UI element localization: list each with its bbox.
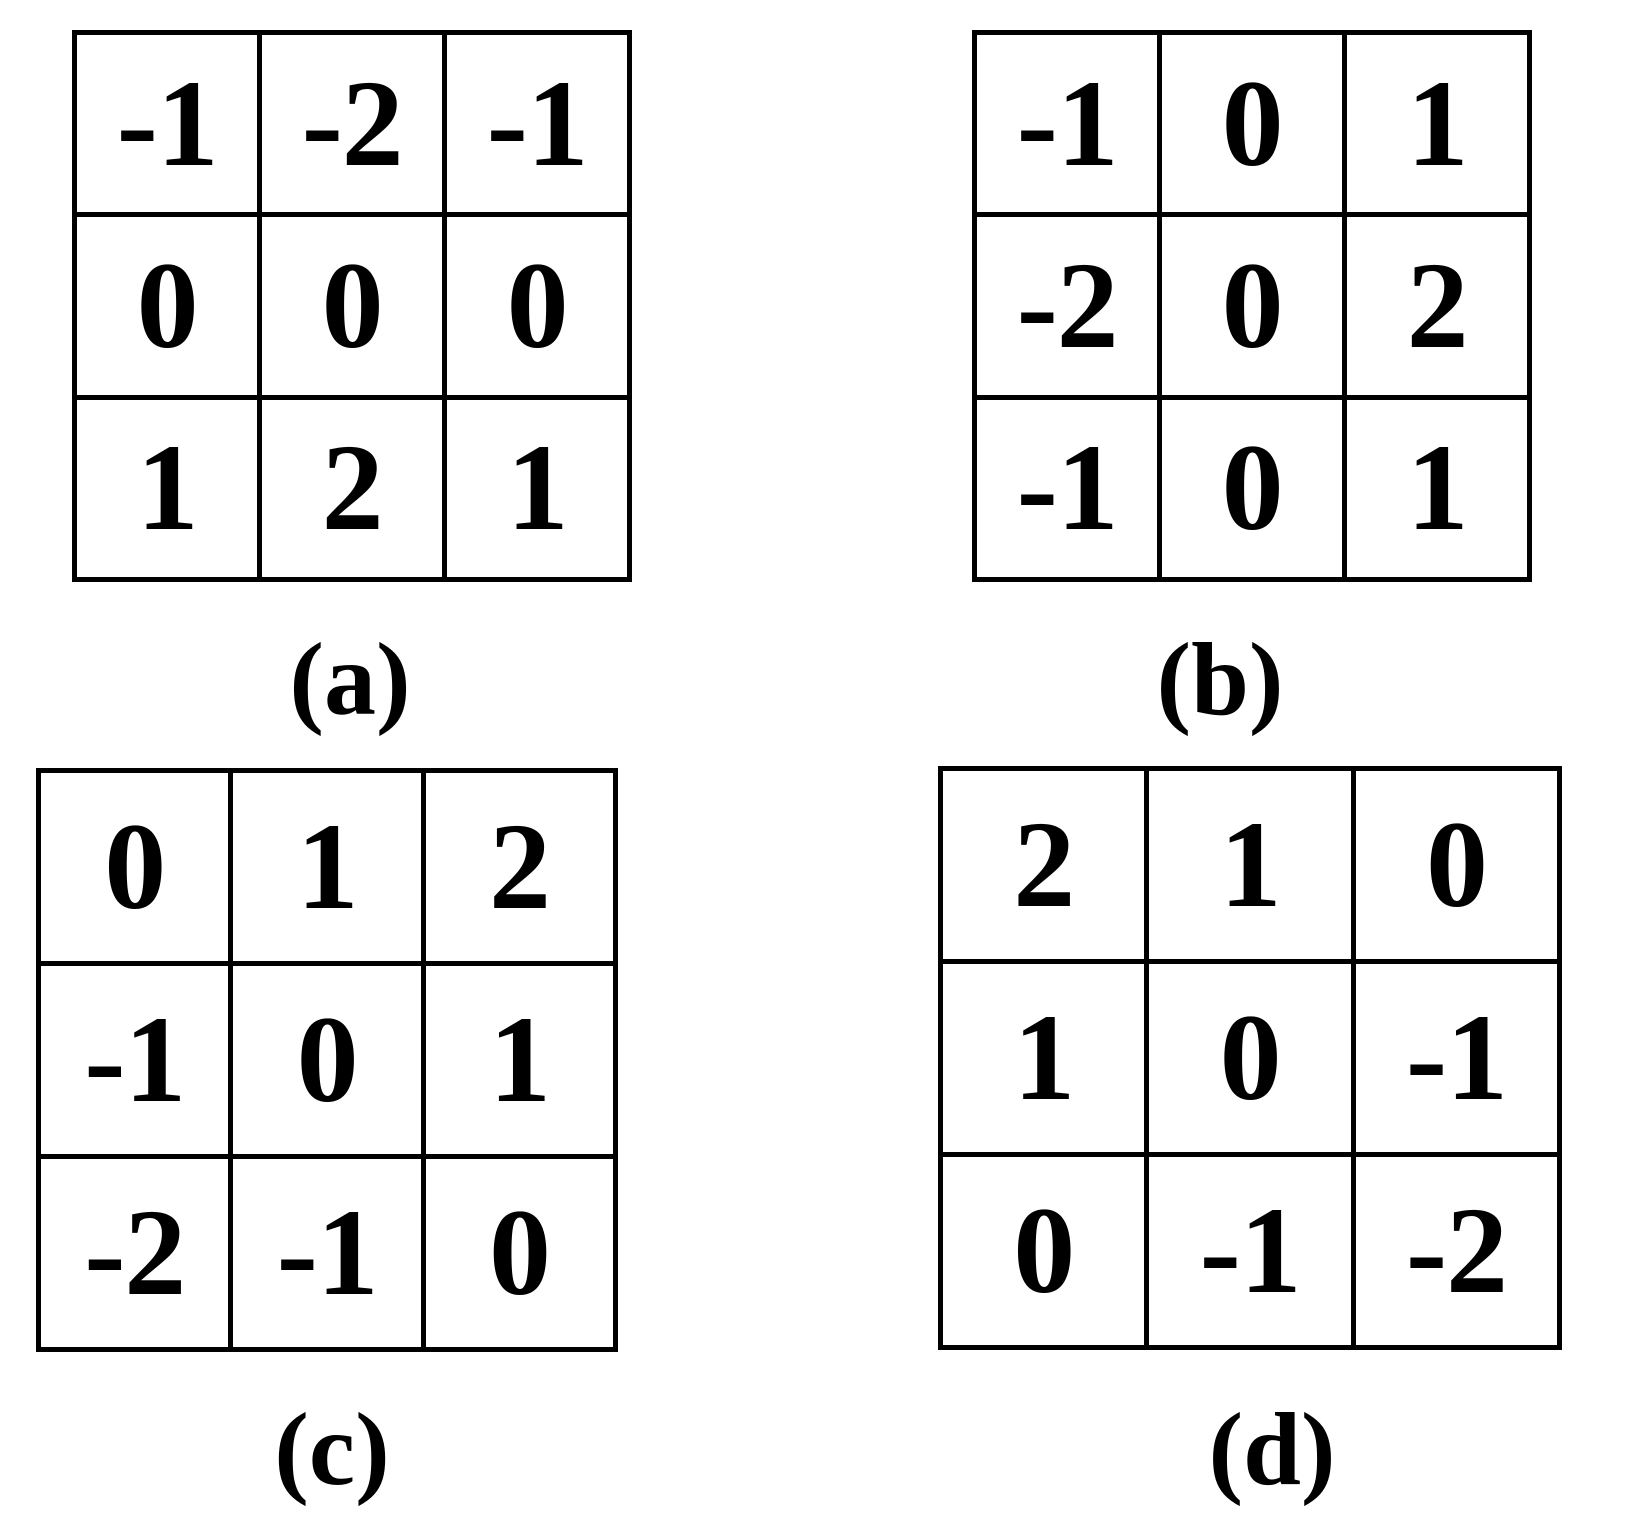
- matrix-cell-a-r2c1: 2: [262, 399, 447, 582]
- matrix-cell-b-r2c1: 0: [1162, 399, 1347, 582]
- matrix-cell-c-r2c1: -1: [233, 1159, 426, 1352]
- matrix-cell-c-r0c1: 1: [233, 773, 426, 966]
- matrix-cell-b-r2c2: 1: [1347, 399, 1532, 582]
- matrix-cell-d-r2c0: 0: [943, 1157, 1150, 1350]
- matrix-grid-d: 2 1 0 1 0 -1 0 -1 -2: [938, 766, 1562, 1350]
- matrix-cell-b-r0c1: 0: [1162, 35, 1347, 218]
- matrix-grid-c: 0 1 2 -1 0 1 -2 -1 0: [36, 768, 618, 1352]
- matrix-cell-d-r1c0: 1: [943, 964, 1150, 1157]
- matrix-cell-d-r1c1: 0: [1149, 964, 1356, 1157]
- matrix-cell-c-r0c2: 2: [425, 773, 618, 966]
- matrix-grid-a: -1 -2 -1 0 0 0 1 2 1: [72, 30, 632, 582]
- matrix-cell-b-r1c2: 2: [1347, 217, 1532, 400]
- matrix-cell-a-r0c1: -2: [262, 35, 447, 218]
- matrix-cell-a-r1c2: 0: [447, 217, 632, 400]
- matrix-cell-d-r2c1: -1: [1149, 1157, 1356, 1350]
- matrix-cell-d-r1c2: -1: [1355, 964, 1562, 1157]
- panel-caption-a: (a): [289, 622, 411, 737]
- matrix-cell-c-r1c1: 0: [233, 966, 426, 1159]
- matrix-cell-d-r0c0: 2: [943, 771, 1150, 964]
- matrix-cell-d-r2c2: -2: [1355, 1157, 1562, 1350]
- panel-caption-c: (c): [274, 1392, 390, 1507]
- matrix-cell-a-r0c0: -1: [77, 35, 262, 218]
- matrix-cell-c-r0c0: 0: [41, 773, 234, 966]
- matrix-cell-b-r1c0: -2: [977, 217, 1162, 400]
- matrix-cell-b-r0c0: -1: [977, 35, 1162, 218]
- matrix-cell-c-r2c0: -2: [41, 1159, 234, 1352]
- matrix-cell-d-r0c1: 1: [1149, 771, 1356, 964]
- matrix-cell-c-r1c2: 1: [425, 966, 618, 1159]
- panel-caption-d: (d): [1208, 1392, 1336, 1507]
- matrix-cell-a-r1c1: 0: [262, 217, 447, 400]
- matrix-cell-c-r2c2: 0: [425, 1159, 618, 1352]
- matrix-cell-a-r2c2: 1: [447, 399, 632, 582]
- matrix-grid-b: -1 0 1 -2 0 2 -1 0 1: [972, 30, 1532, 582]
- matrix-cell-a-r0c2: -1: [447, 35, 632, 218]
- matrix-cell-b-r1c1: 0: [1162, 217, 1347, 400]
- matrix-cell-a-r2c0: 1: [77, 399, 262, 582]
- matrix-cell-b-r2c0: -1: [977, 399, 1162, 582]
- matrix-cell-c-r1c0: -1: [41, 966, 234, 1159]
- matrix-cell-b-r0c2: 1: [1347, 35, 1532, 218]
- matrix-cell-d-r0c2: 0: [1355, 771, 1562, 964]
- panel-caption-b: (b): [1156, 622, 1284, 737]
- matrix-cell-a-r1c0: 0: [77, 217, 262, 400]
